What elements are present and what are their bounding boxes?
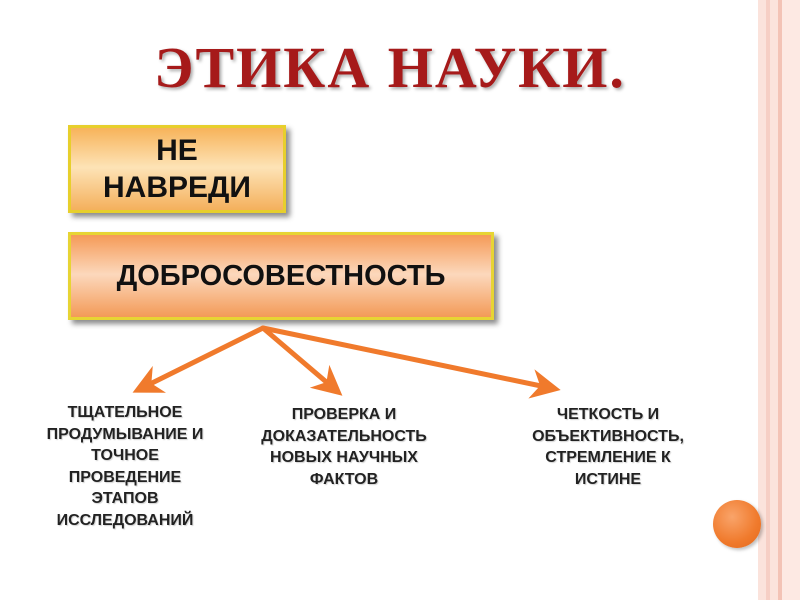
branch-2-line: ДОКАЗАТЕЛЬНОСТЬ xyxy=(261,427,427,445)
integrity-box: ДОБРОСОВЕСТНОСТЬ xyxy=(68,232,494,320)
arrow-to-branch-2 xyxy=(260,325,343,396)
branch-label-research-stages: ТЩАТЕЛЬНОЕ ПРОДУМЫВАНИЕ И ТОЧНОЕ ПРОВЕДЕ… xyxy=(22,402,228,532)
arrow-to-branch-1 xyxy=(132,325,266,393)
do-no-harm-box: НЕ НАВРЕДИ xyxy=(68,125,286,213)
branch-3-line: СТРЕМЛЕНИЕ К xyxy=(545,449,671,467)
branch-3-line: ИСТИНЕ xyxy=(574,470,642,488)
branch-label-objectivity: ЧЕТКОСТЬ И ОБЪЕКТИВНОСТЬ, СТРЕМЛЕНИЕ К И… xyxy=(498,404,718,490)
branch-1-line: ПРОВЕДЕНИЕ xyxy=(68,468,182,486)
branch-2-line: ФАКТОВ xyxy=(309,470,379,488)
branch-1-line: ПРОДУМЫВАНИЕ И xyxy=(46,425,204,443)
slide-title: ЭТИКА НАУКИ. xyxy=(154,35,626,100)
branch-3-line: ОБЪЕКТИВНОСТЬ, xyxy=(532,427,684,445)
arrow-to-branch-3 xyxy=(260,325,561,399)
branch-label-fact-verification: ПРОВЕРКА И ДОКАЗАТЕЛЬНОСТЬ НОВЫХ НАУЧНЫХ… xyxy=(235,404,453,490)
decorative-stripes xyxy=(758,0,800,600)
integrity-label: ДОБРОСОВЕСТНОСТЬ xyxy=(116,259,446,292)
branch-3-line: ЧЕТКОСТЬ И xyxy=(556,406,660,423)
branch-2-line: НОВЫХ НАУЧНЫХ xyxy=(270,449,418,467)
branch-1-line: ЭТАПОВ xyxy=(91,490,159,508)
decorative-circle xyxy=(713,500,761,548)
branch-1-line: ИССЛЕДОВАНИЙ xyxy=(56,511,194,529)
do-no-harm-line-2: НАВРЕДИ xyxy=(103,171,251,204)
branch-2-line: ПРОВЕРКА И xyxy=(291,406,397,423)
branch-1-line: ТОЧНОЕ xyxy=(91,447,159,465)
do-no-harm-line-1: НЕ xyxy=(156,133,198,167)
branch-1-line: ТЩАТЕЛЬНОЕ xyxy=(67,404,183,421)
